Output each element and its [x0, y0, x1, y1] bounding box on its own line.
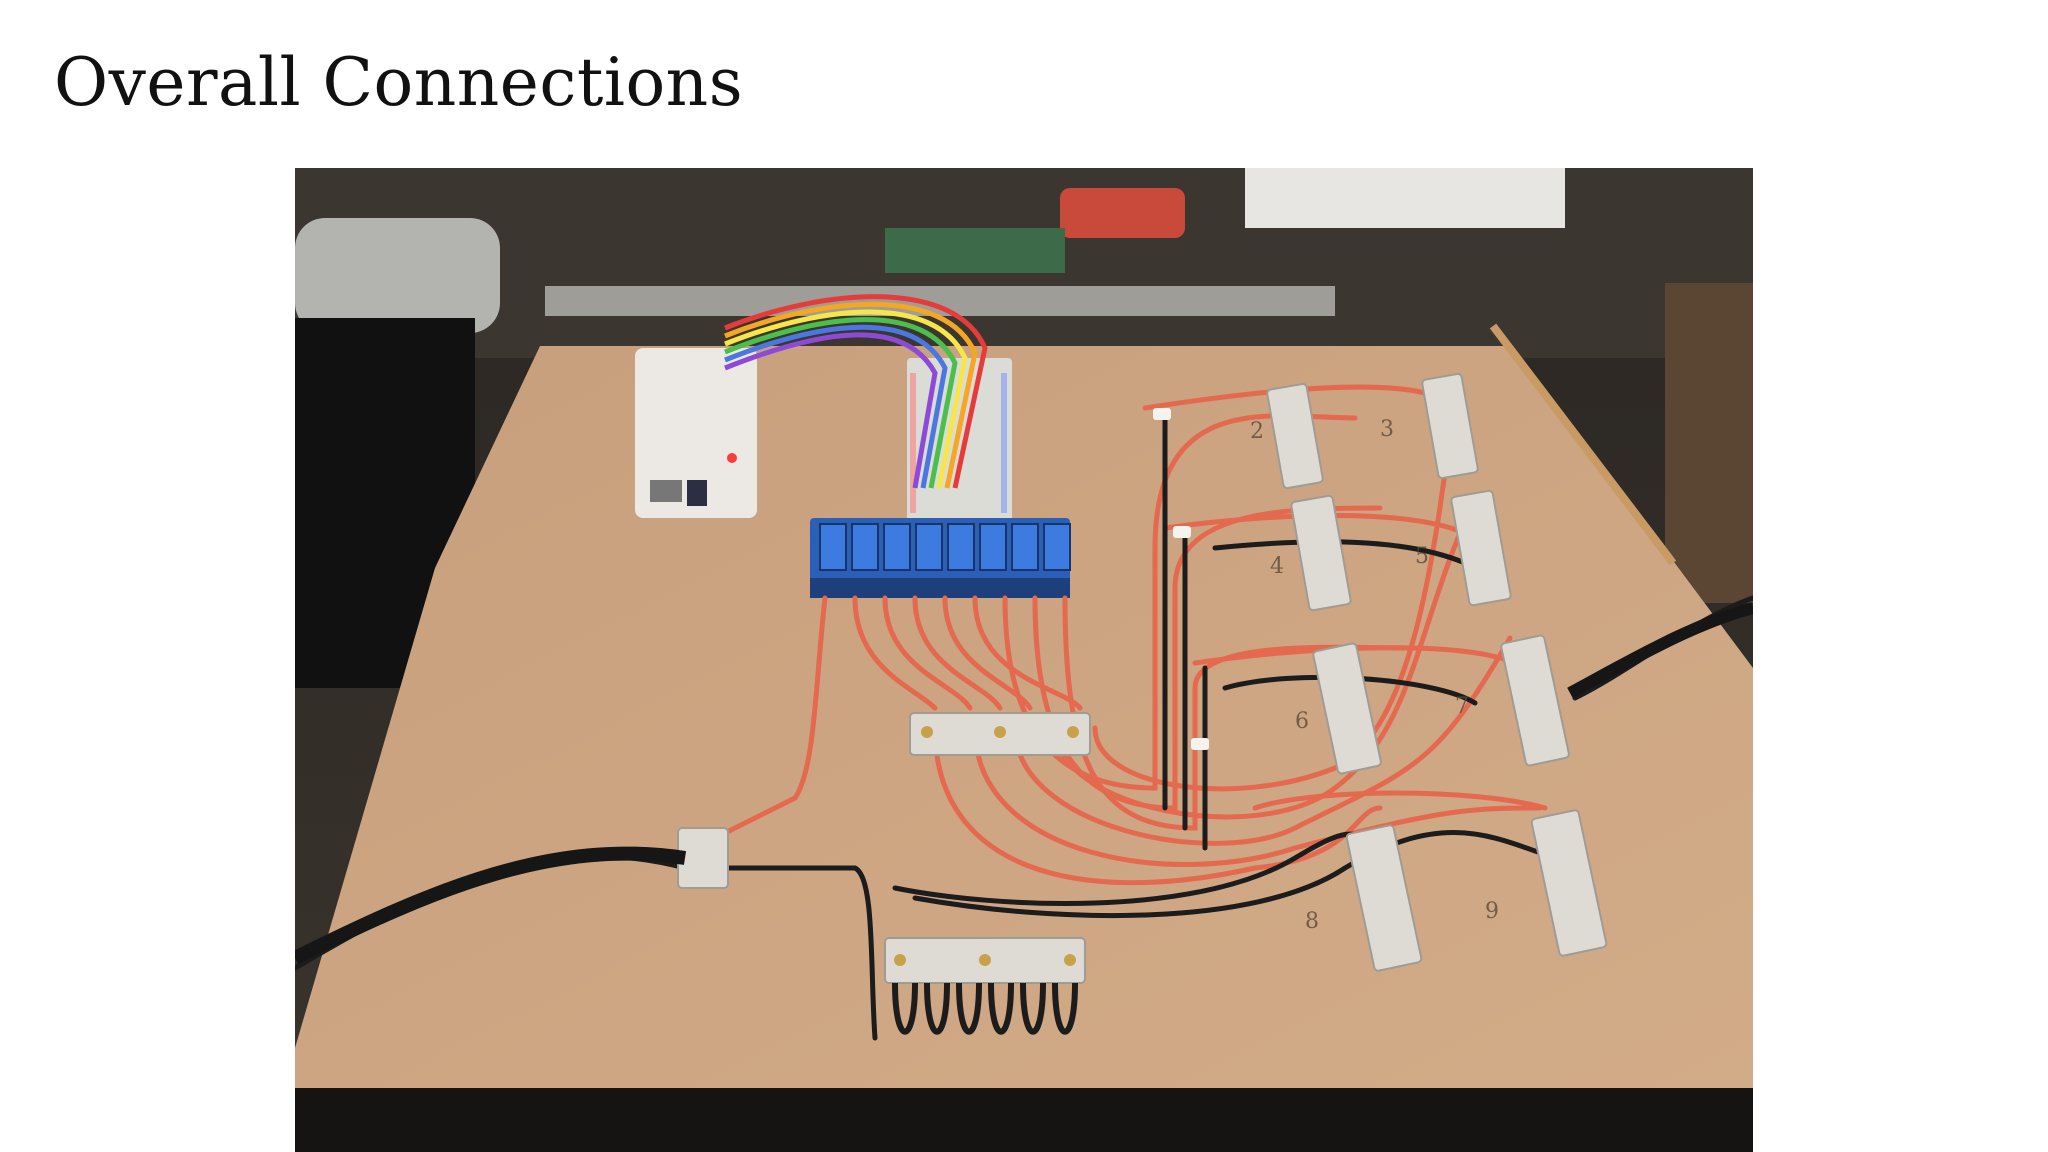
mains-cable-right	[1567, 602, 1753, 699]
pencil	[1489, 323, 1677, 566]
cardboard-box	[1665, 283, 1753, 603]
terminal-number: 4	[1270, 554, 1284, 579]
green-pcb	[885, 228, 1065, 273]
red-container	[1060, 188, 1185, 238]
mains-cable-left	[295, 846, 687, 965]
terminal-number: 2	[1250, 419, 1264, 444]
board-front-edge	[295, 1088, 1753, 1152]
raspberry-pi-case	[635, 348, 757, 518]
terminal-number: 7	[1455, 694, 1469, 719]
wiring-photo: 2 3 4 5 6 7 8 9	[295, 168, 1753, 1152]
terminal-number: 9	[1485, 899, 1499, 924]
output-terminal-blocks	[1266, 372, 1608, 972]
shelf-box	[1245, 168, 1565, 228]
aluminium-rail	[545, 286, 1335, 316]
slide-title: Overall Connections	[54, 44, 744, 121]
terminal-number: 5	[1415, 544, 1429, 569]
terminal-number: 6	[1295, 709, 1309, 734]
terminal-number: 3	[1380, 417, 1394, 442]
plastic-bag	[295, 218, 500, 333]
terminal-number: 8	[1305, 909, 1319, 934]
